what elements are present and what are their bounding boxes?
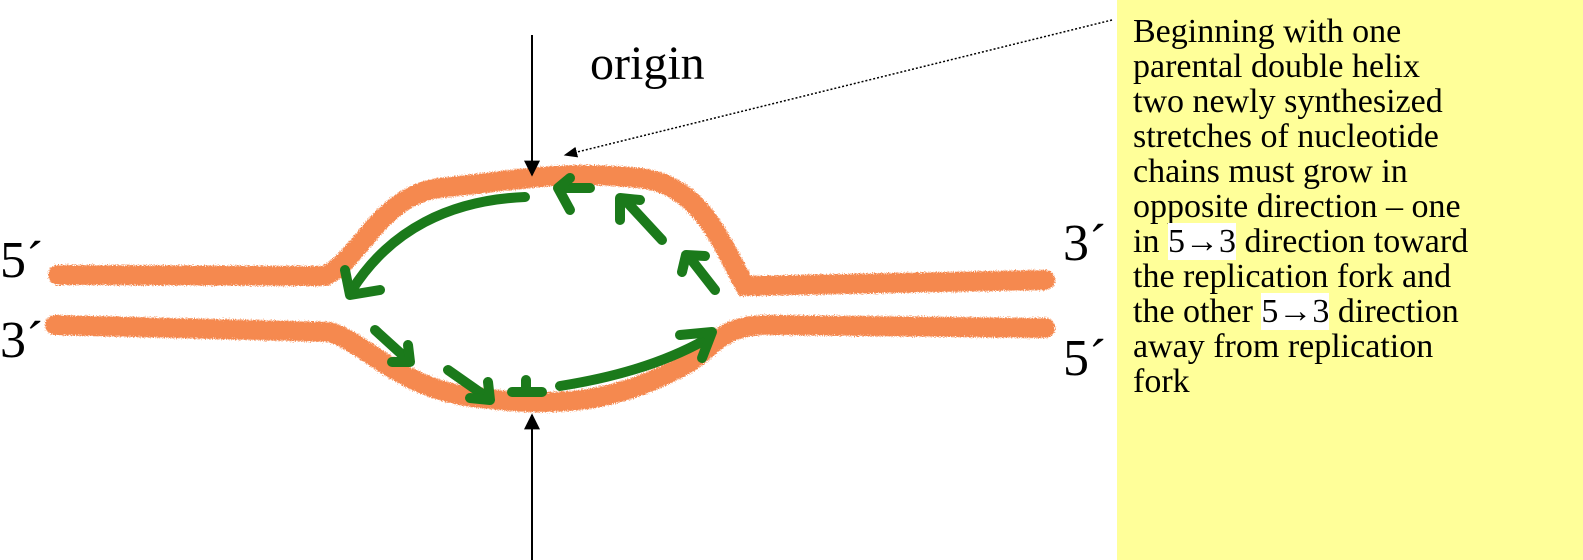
arrowhead-small-top	[558, 178, 570, 210]
callout-line: opposite direction – one	[1133, 189, 1575, 224]
callout-line: the replication fork and	[1133, 259, 1575, 294]
parental-strand-bottom	[55, 325, 1045, 402]
callout-line: parental double helix	[1133, 49, 1575, 84]
callout-line: Beginning with one	[1133, 14, 1575, 49]
callout-line: away from replication	[1133, 329, 1575, 364]
callout-line: the other 5→3 direction	[1133, 294, 1575, 329]
callout-text: direction toward	[1236, 223, 1468, 260]
direction-highlight: 5→3	[1168, 223, 1236, 260]
label-5-prime-top-left: 5´	[0, 235, 43, 287]
callout-line: chains must grow in	[1133, 154, 1575, 189]
callout-line: fork	[1133, 364, 1575, 399]
callout-text: the other	[1133, 293, 1261, 330]
parental-strand-top	[58, 175, 1045, 286]
callout-text: in	[1133, 223, 1168, 260]
callout-text: direction	[1329, 293, 1458, 330]
origin-label: origin	[590, 40, 705, 88]
callout-line: two newly synthesized	[1133, 84, 1575, 119]
explanation-callout: Beginning with one parental double helix…	[1117, 0, 1583, 560]
direction-highlight: 5→3	[1261, 293, 1329, 330]
new-strand-small-bottom	[512, 380, 542, 392]
callout-line: stretches of nucleotide	[1133, 119, 1575, 154]
label-3-prime-top-right: 3´	[1063, 218, 1106, 270]
callout-line: in 5→3 direction toward	[1133, 224, 1575, 259]
new-strand-top-right-2	[690, 258, 715, 290]
label-5-prime-bottom-right: 5´	[1063, 333, 1106, 385]
new-strand-top-right-1	[625, 200, 662, 240]
label-3-prime-bottom-left: 3´	[0, 315, 43, 367]
